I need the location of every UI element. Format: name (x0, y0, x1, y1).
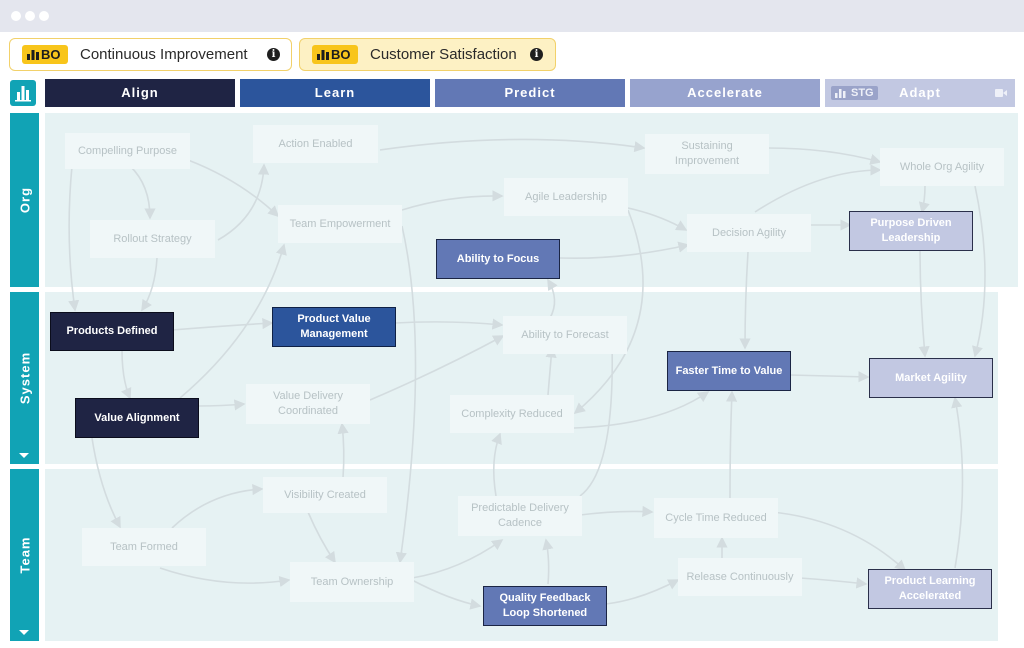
window-titlebar (0, 0, 1024, 32)
lane-team[interactable]: Team (10, 469, 39, 641)
phase-adapt-label: Adapt (899, 85, 941, 100)
node-decision-agility[interactable]: Decision Agility (687, 214, 811, 252)
objective-label: Continuous Improvement (80, 46, 248, 63)
stg-tag: STG (831, 86, 878, 100)
phase-predict[interactable]: Predict (435, 79, 625, 107)
node-whole-org-agility[interactable]: Whole Org Agility (880, 148, 1004, 186)
node-products-defined[interactable]: Products Defined (50, 312, 174, 351)
phase-learn[interactable]: Learn (240, 79, 430, 107)
node-sustaining-improvement[interactable]: Sustaining Improvement (645, 134, 769, 174)
node-product-learning-accelerated[interactable]: Product Learning Accelerated (868, 569, 992, 609)
node-release-continuously[interactable]: Release Continuously (678, 558, 802, 596)
lane-system[interactable]: System (10, 292, 39, 464)
chevron-down-icon[interactable] (19, 630, 29, 635)
node-visibility-created[interactable]: Visibility Created (263, 477, 387, 513)
info-icon[interactable]: i (530, 48, 543, 61)
bo-badge-label: BO (41, 47, 61, 62)
objective-label: Customer Satisfaction (370, 46, 517, 63)
lane-org: Org (10, 113, 39, 287)
bar-chart-icon (317, 50, 329, 60)
bo-badge-label: BO (331, 47, 351, 62)
info-icon[interactable]: i (267, 48, 280, 61)
window-dot (25, 11, 35, 21)
stg-tag-label: STG (851, 87, 874, 99)
node-action-enabled[interactable]: Action Enabled (253, 125, 378, 163)
node-team-formed[interactable]: Team Formed (82, 528, 206, 566)
node-quality-feedback-loop-shortened[interactable]: Quality Feedback Loop Shortened (483, 586, 607, 626)
phase-adapt[interactable]: STG Adapt (825, 79, 1015, 107)
phase-align[interactable]: Align (45, 79, 235, 107)
node-market-agility[interactable]: Market Agility (869, 358, 993, 398)
node-value-delivery-coordinated[interactable]: Value Delivery Coordinated (246, 384, 370, 424)
chart-view-button[interactable] (10, 80, 36, 106)
node-ability-to-focus[interactable]: Ability to Focus (436, 239, 560, 279)
node-value-alignment[interactable]: Value Alignment (75, 398, 199, 438)
node-team-empowerment[interactable]: Team Empowerment (278, 205, 402, 243)
bar-chart-icon (15, 86, 31, 102)
node-compelling-purpose[interactable]: Compelling Purpose (65, 133, 190, 169)
node-product-value-management[interactable]: Product Value Management (272, 307, 396, 347)
window-dot (11, 11, 21, 21)
node-purpose-driven-leadership[interactable]: Purpose Driven Leadership (849, 211, 973, 251)
node-predictable-delivery-cadence[interactable]: Predictable Delivery Cadence (458, 496, 582, 536)
objective-chip-customer-satisfaction[interactable]: BO Customer Satisfaction i (299, 38, 556, 71)
node-faster-time-to-value[interactable]: Faster Time to Value (667, 351, 791, 391)
node-rollout-strategy[interactable]: Rollout Strategy (90, 220, 215, 258)
node-ability-to-forecast[interactable]: Ability to Forecast (503, 316, 627, 354)
bar-chart-icon (27, 50, 39, 60)
objective-chip-continuous-improvement[interactable]: BO Continuous Improvement i (9, 38, 292, 71)
window-dot (39, 11, 49, 21)
node-team-ownership[interactable]: Team Ownership (290, 562, 414, 602)
bar-chart-icon (835, 89, 846, 98)
bo-badge: BO (312, 45, 358, 64)
node-complexity-reduced[interactable]: Complexity Reduced (450, 395, 574, 433)
chevron-down-icon[interactable] (19, 453, 29, 458)
bo-badge: BO (22, 45, 68, 64)
video-camera-icon (995, 89, 1007, 97)
node-agile-leadership[interactable]: Agile Leadership (504, 178, 628, 216)
node-cycle-time-reduced[interactable]: Cycle Time Reduced (654, 498, 778, 538)
phase-accelerate[interactable]: Accelerate (630, 79, 820, 107)
